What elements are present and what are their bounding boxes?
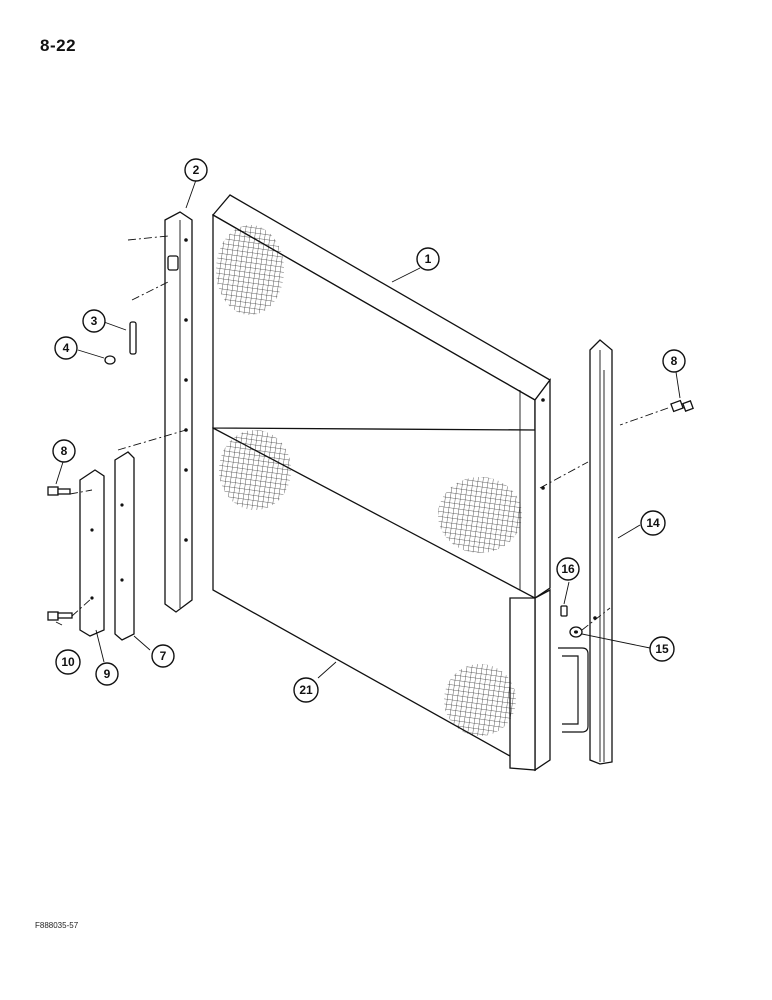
alignment-lines: [69, 235, 669, 631]
pin-part: [129, 321, 137, 355]
callout-8-right: 8: [662, 349, 686, 373]
callout-label: 9: [104, 667, 111, 681]
bracket-7: [114, 451, 135, 641]
callout-label: 16: [561, 562, 575, 576]
figure-code: F888035-57: [35, 921, 79, 930]
callout-label: 7: [160, 649, 167, 663]
callout-8-left: 8: [52, 439, 76, 463]
callout-label: 2: [193, 163, 200, 177]
bolt-8-left: [47, 486, 71, 496]
bolt-8-right: [670, 399, 694, 413]
callout-10: 10: [55, 649, 81, 675]
callout-9: 9: [95, 662, 119, 686]
callout-3: 3: [82, 309, 106, 333]
latch-16: [560, 605, 568, 617]
callout-label: 1: [425, 252, 432, 266]
right-channel-bracket: [589, 339, 613, 765]
callout-label: 8: [671, 354, 678, 368]
callout-1: 1: [416, 247, 440, 271]
page-number: 8-22: [40, 36, 77, 55]
callout-4: 4: [54, 336, 78, 360]
callout-2: 2: [184, 158, 208, 182]
callout-16: 16: [556, 557, 580, 581]
callout-label: 15: [655, 642, 669, 656]
callout-label: 14: [646, 516, 660, 530]
callout-label: 3: [91, 314, 98, 328]
bolt-10: [47, 611, 73, 621]
leader-lines: [55, 179, 681, 679]
support-bracket-9: [79, 469, 105, 637]
lower-screen-panel: [212, 426, 589, 772]
washer-15: [569, 626, 583, 638]
callout-label: 21: [299, 683, 313, 697]
upper-screen-panel: [211, 194, 551, 600]
clip-part: [104, 355, 116, 365]
callout-label: 8: [61, 444, 68, 458]
left-channel-bracket: [164, 211, 193, 613]
callout-label: 10: [61, 655, 75, 669]
callout-15: 15: [649, 636, 675, 662]
callout-7: 7: [151, 644, 175, 668]
callout-label: 4: [63, 341, 70, 355]
callout-21: 21: [293, 677, 319, 703]
callout-14: 14: [640, 510, 666, 536]
